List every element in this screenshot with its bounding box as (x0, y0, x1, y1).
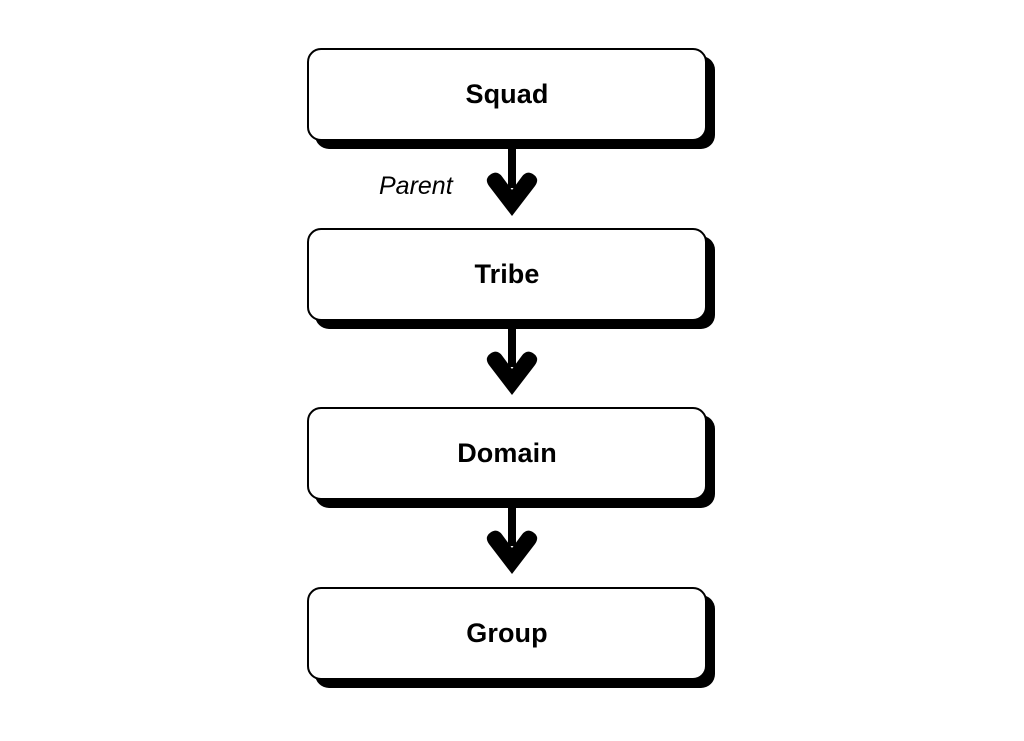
node-body[interactable]: Domain (307, 407, 707, 500)
down-arrow-icon (486, 172, 538, 216)
node-squad[interactable]: Squad (307, 48, 715, 149)
node-label-squad: Squad (465, 79, 549, 109)
down-arrow-icon (486, 530, 538, 574)
node-tribe[interactable]: Tribe (307, 228, 715, 329)
edge-label-parent: Parent (379, 172, 453, 200)
node-body[interactable]: Tribe (307, 228, 707, 321)
node-body[interactable]: Squad (307, 48, 707, 141)
down-arrow-icon (486, 351, 538, 395)
node-body[interactable]: Group (307, 587, 707, 680)
node-label-domain: Domain (457, 438, 557, 468)
node-label-tribe: Tribe (474, 259, 540, 289)
node-label-group: Group (466, 618, 548, 648)
node-group[interactable]: Group (307, 587, 715, 688)
node-domain[interactable]: Domain (307, 407, 715, 508)
